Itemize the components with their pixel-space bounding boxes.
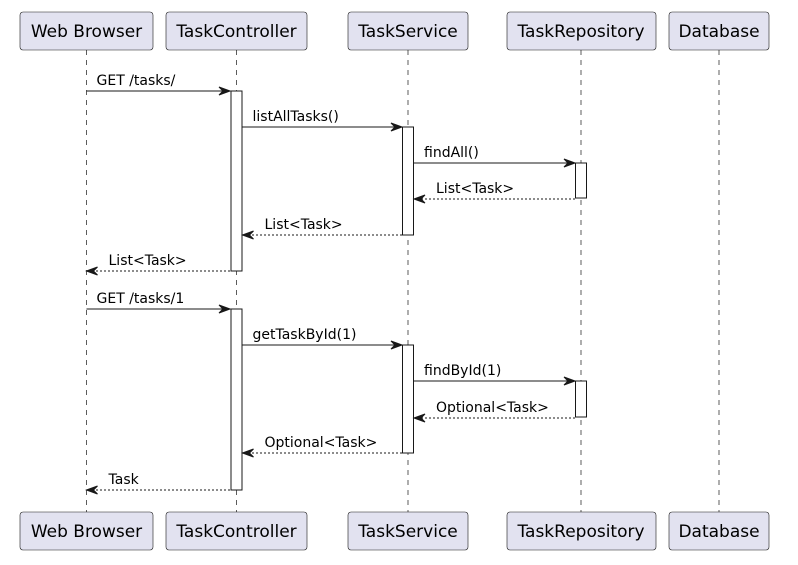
activation-bar-repository <box>575 162 587 199</box>
participant-label: TaskRepository <box>516 522 644 542</box>
participant-box <box>165 511 308 551</box>
participant-taskservice-bottom: TaskService <box>347 511 469 551</box>
arrowhead-icon <box>85 485 98 495</box>
arrowhead-icon <box>218 304 232 314</box>
participant-box <box>165 11 308 51</box>
messages: GET /tasks/listAllTasks() findAll() List<T… <box>85 73 577 495</box>
arrowhead-icon <box>241 448 254 458</box>
participant-taskcontroller-bottom: TaskController <box>165 511 308 551</box>
participant-box <box>668 511 770 551</box>
participant-label: Web Browser <box>31 22 142 42</box>
participant-box <box>668 11 770 51</box>
message-label: Task <box>108 472 140 488</box>
participant-box <box>506 511 657 551</box>
participant-database-top: Database <box>668 11 770 51</box>
participant-taskrepository-top: TaskRepository <box>506 11 657 51</box>
message-label: List<Task> <box>109 253 187 269</box>
arrowhead-icon <box>390 122 404 132</box>
participant-box <box>347 11 469 51</box>
message-label: List<Task> <box>265 217 343 233</box>
message-m9: findById(1) <box>414 363 577 386</box>
arrowhead-icon <box>218 86 232 96</box>
message-m7: GET /tasks/1 <box>86 291 232 314</box>
participant-database-bottom: Database <box>668 511 770 551</box>
activation-bar-repository <box>575 380 587 418</box>
message-m6: List<Task> <box>85 253 230 276</box>
arrowhead-icon <box>563 376 577 386</box>
arrowhead-icon <box>241 230 254 240</box>
activation-bar-controller <box>230 308 243 491</box>
participant-label: Database <box>678 522 759 542</box>
arrowhead-icon <box>85 266 98 276</box>
participant-label: Web Browser <box>31 522 142 542</box>
arrowhead-icon <box>563 158 577 168</box>
participant-taskrepository-bottom: TaskRepository <box>506 511 657 551</box>
activation-bar-service <box>402 126 414 236</box>
message-m8: getTaskById(1) <box>242 327 404 350</box>
participants-bottom-row: Web Browser TaskController TaskService Task… <box>19 511 770 551</box>
message-label: getTaskById(1) <box>253 327 357 343</box>
participant-box <box>506 11 657 51</box>
activation-bar-service <box>402 344 414 454</box>
participant-label: TaskService <box>357 22 458 42</box>
participant-label: TaskController <box>175 522 296 542</box>
message-m4: List<Task> <box>412 181 575 204</box>
message-label: Optional<Task> <box>436 400 549 416</box>
message-m2: listAllTasks() <box>242 109 404 132</box>
participant-web-browser-top: Web Browser <box>19 11 154 51</box>
message-m12: Task <box>85 472 230 495</box>
participant-box <box>19 511 154 551</box>
participant-label: Database <box>678 22 759 42</box>
message-label: findAll() <box>424 145 479 161</box>
message-m1: GET /tasks/ <box>86 73 232 96</box>
message-m10: Optional<Task> <box>412 400 575 423</box>
message-m5: List<Task> <box>241 217 402 240</box>
participant-box <box>347 511 469 551</box>
participant-web-browser-bottom: Web Browser <box>19 511 154 551</box>
participant-taskcontroller-top: TaskController <box>165 11 308 51</box>
message-label: listAllTasks() <box>253 109 339 125</box>
activation-bars <box>230 90 587 491</box>
participant-label: TaskRepository <box>516 22 644 42</box>
message-m3: findAll() <box>414 145 577 168</box>
participant-label: TaskService <box>357 522 458 542</box>
message-m11: Optional<Task> <box>241 435 402 458</box>
message-label: findById(1) <box>424 363 501 379</box>
participant-taskservice-top: TaskService <box>347 11 469 51</box>
participant-box <box>19 11 154 51</box>
arrowhead-icon <box>412 413 426 423</box>
message-label: List<Task> <box>436 181 514 197</box>
participants-top-row: Web Browser TaskController TaskService Task… <box>19 11 770 51</box>
message-label: GET /tasks/ <box>97 73 176 89</box>
participant-label: TaskController <box>175 22 296 42</box>
arrowhead-icon <box>412 194 426 204</box>
arrowhead-icon <box>390 340 404 350</box>
message-label: GET /tasks/1 <box>97 291 185 307</box>
message-label: Optional<Task> <box>265 435 378 451</box>
activation-bar-controller <box>230 90 243 272</box>
